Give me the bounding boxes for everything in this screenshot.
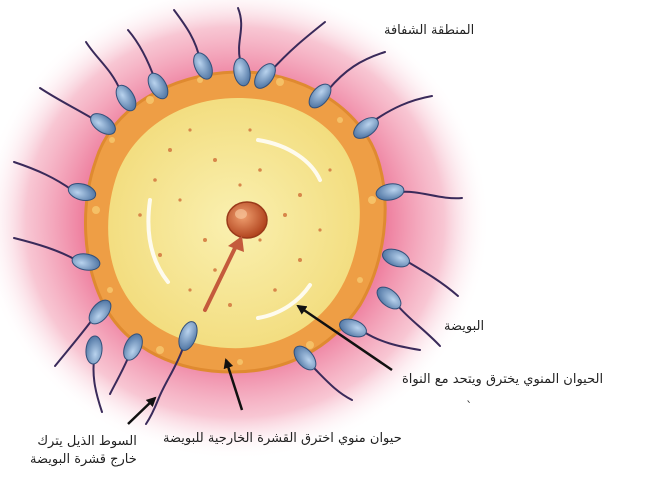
label-sperm-crossed-shell: حيوان منوي اخترق القشرة الخارجية للبويضة [163, 430, 402, 448]
label-tail-outside: السوط الذيل يترك خارج قشرة البويضة [30, 433, 137, 468]
nucleus-highlight [235, 209, 247, 219]
label-sperm-penetrating: الحيوان المنوي يخترق ويتحد مع النواة [402, 371, 603, 389]
label-zona-pellucida: المنطقة الشفافة [384, 22, 474, 40]
label-tail-line-2: خارج قشرة البويضة [30, 451, 137, 469]
label-egg: البويضة [444, 318, 484, 336]
label-tail-line-1: السوط الذيل يترك [30, 433, 137, 451]
stray-mark: ` [466, 400, 473, 415]
egg-nucleus [227, 202, 267, 238]
